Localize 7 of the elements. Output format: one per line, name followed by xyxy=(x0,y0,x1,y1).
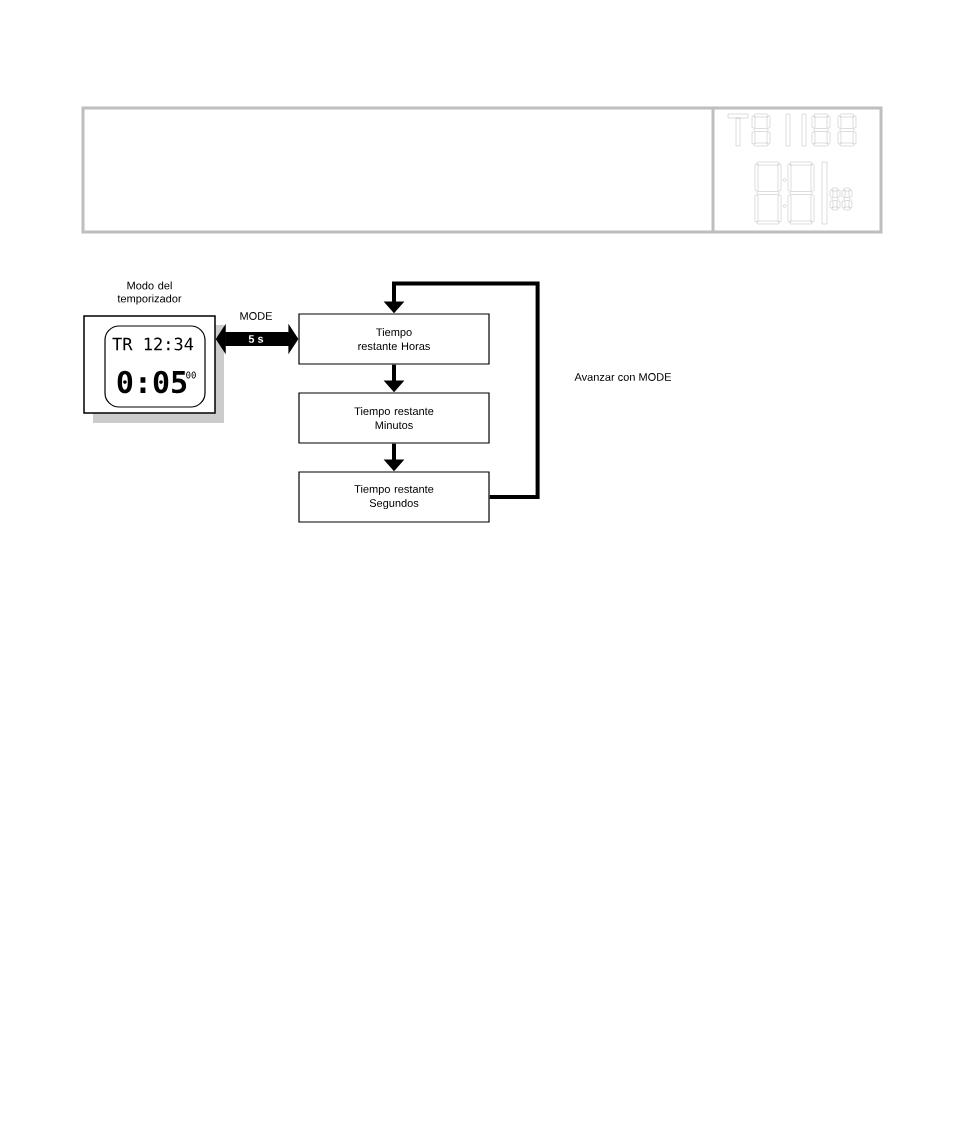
arrow-label: 5 s xyxy=(248,335,264,343)
edge-label: Avanzar con MODE xyxy=(573,372,673,382)
process-box: Tiempo restante Segundos xyxy=(298,471,490,523)
node-label: Modo del temporizador xyxy=(117,281,182,305)
process-box: Tiempo restante Horas xyxy=(298,313,490,365)
process-box: Tiempo restante Minutos xyxy=(298,392,490,444)
edge-label: MODE xyxy=(238,311,274,321)
